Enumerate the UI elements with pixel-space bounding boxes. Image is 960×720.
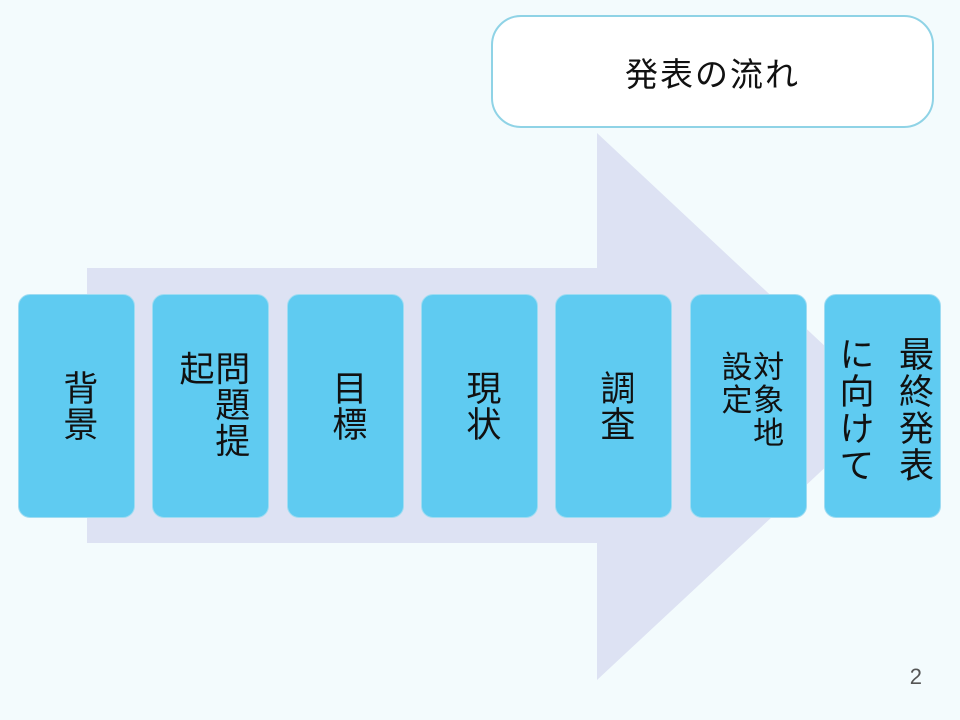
step-box-7: 最終発表 に向けて	[824, 294, 941, 518]
step-label-1: 背景	[57, 370, 98, 442]
step-box-6: 対象地設定	[690, 294, 807, 518]
step-label-4: 現状	[460, 370, 501, 442]
step-box-3: 目標	[287, 294, 404, 518]
title-box: 発表の流れ	[491, 15, 934, 128]
step-box-5: 調査	[555, 294, 672, 518]
step-label-2: 問題提起	[173, 350, 250, 459]
flow-title: 発表の流れ	[625, 54, 800, 94]
page-number: 2	[909, 664, 922, 689]
step-label-3: 目標	[326, 370, 367, 442]
step-label-7: 最終発表 に向けて	[833, 336, 934, 485]
step-box-4: 現状	[421, 294, 538, 518]
step-label-5: 調査	[594, 370, 635, 442]
step-box-1: 背景	[18, 294, 135, 518]
step-box-2: 問題提起	[152, 294, 269, 518]
step-label-6: 対象地設定	[715, 350, 784, 450]
